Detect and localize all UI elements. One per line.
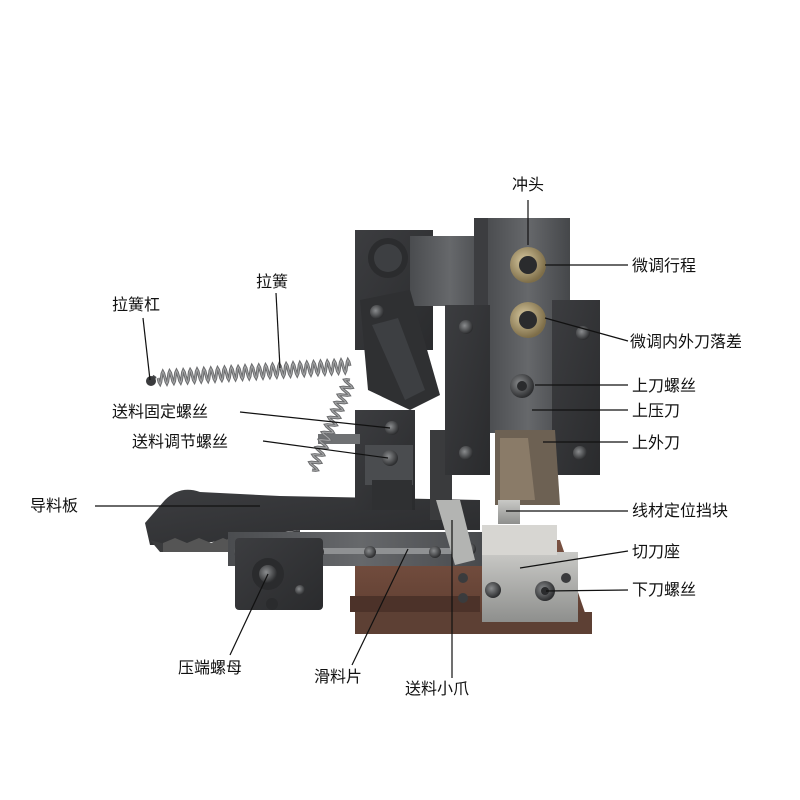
feed-screw-block	[318, 410, 452, 520]
label-feed-adjust-screw: 送料调节螺丝	[132, 432, 229, 451]
leader-lower-blade-screw	[545, 589, 629, 592]
leader-cutter-seat	[519, 550, 629, 569]
label-wire-locating-stop: 线材定位挡块	[632, 501, 729, 520]
label-crimp-nut: 压端螺母	[178, 658, 243, 677]
main-column	[355, 230, 490, 410]
label-slide-plate: 滑料片	[314, 667, 363, 686]
leader-pull-spring-rod	[142, 317, 151, 381]
label-punch: 冲头	[512, 175, 545, 194]
blade-plates	[445, 300, 600, 505]
leader-crimp-nut	[229, 573, 269, 656]
label-feed-claw: 送料小爪	[405, 679, 470, 698]
pull-spring-rod	[146, 374, 157, 386]
leader-feed-fixing-screw	[239, 411, 391, 429]
cutter-seat	[458, 525, 578, 622]
leader-fine-tune-offset	[544, 317, 629, 342]
label-lower-blade-screw: 下刀螺丝	[632, 580, 697, 599]
leader-feed-adjust-screw	[262, 440, 389, 459]
wire-locating-stop	[436, 500, 520, 565]
label-pull-spring-rod: 拉簧杠	[112, 295, 161, 314]
pull-spring	[156, 356, 352, 388]
label-upper-press-blade: 上压刀	[632, 401, 681, 420]
label-upper-outer-blade: 上外刀	[632, 433, 681, 452]
label-feed-fixing-screw: 送料固定螺丝	[112, 402, 209, 421]
label-pull-spring: 拉簧	[256, 272, 289, 291]
label-fine-tune-offset: 微调内外刀落差	[630, 332, 743, 351]
label-stroke-fine-tune: 微调行程	[632, 256, 697, 275]
label-upper-blade-screw: 上刀螺丝	[632, 376, 697, 395]
coil-highlight	[157, 358, 351, 386]
feed-spring	[307, 378, 355, 472]
label-cutter-seat: 切刀座	[632, 542, 681, 561]
label-guide-plate: 导料板	[30, 496, 79, 515]
leader-pull-spring	[275, 292, 281, 369]
leader-slide-plate	[351, 548, 409, 666]
coil-highlight	[308, 379, 354, 471]
